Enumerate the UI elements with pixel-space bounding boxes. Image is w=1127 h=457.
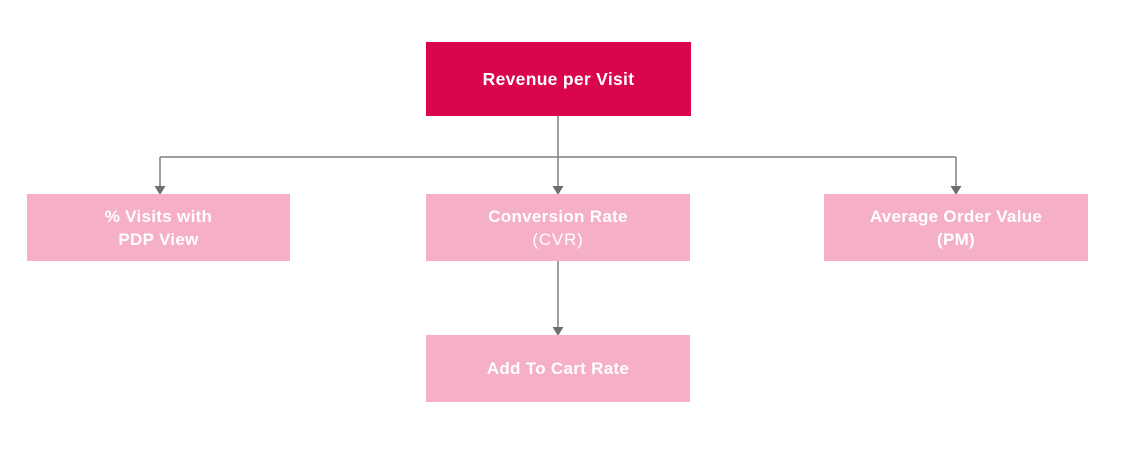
node-label-line2: PDP View [118,229,199,249]
node-label-line1: Conversion Rate [488,206,628,226]
node-label-line1: % Visits with [104,206,213,226]
node-label-line1: Average Order Value [869,206,1043,226]
node-label-line2: (CVR) [532,229,584,249]
node-label: Add To Cart Rate [486,359,630,378]
node-average-order-value: Average Order Value (PM) [824,194,1088,261]
node-label: Revenue per Visit [482,68,635,89]
node-conversion-rate: Conversion Rate (CVR) [426,194,690,261]
node-add-to-cart-rate: Add To Cart Rate [426,335,690,402]
node-label-line2: (PM) [936,229,976,249]
node-revenue-per-visit: Revenue per Visit [426,42,691,116]
node-pct-visits-with-pdp-view: % Visits with PDP View [27,194,290,261]
